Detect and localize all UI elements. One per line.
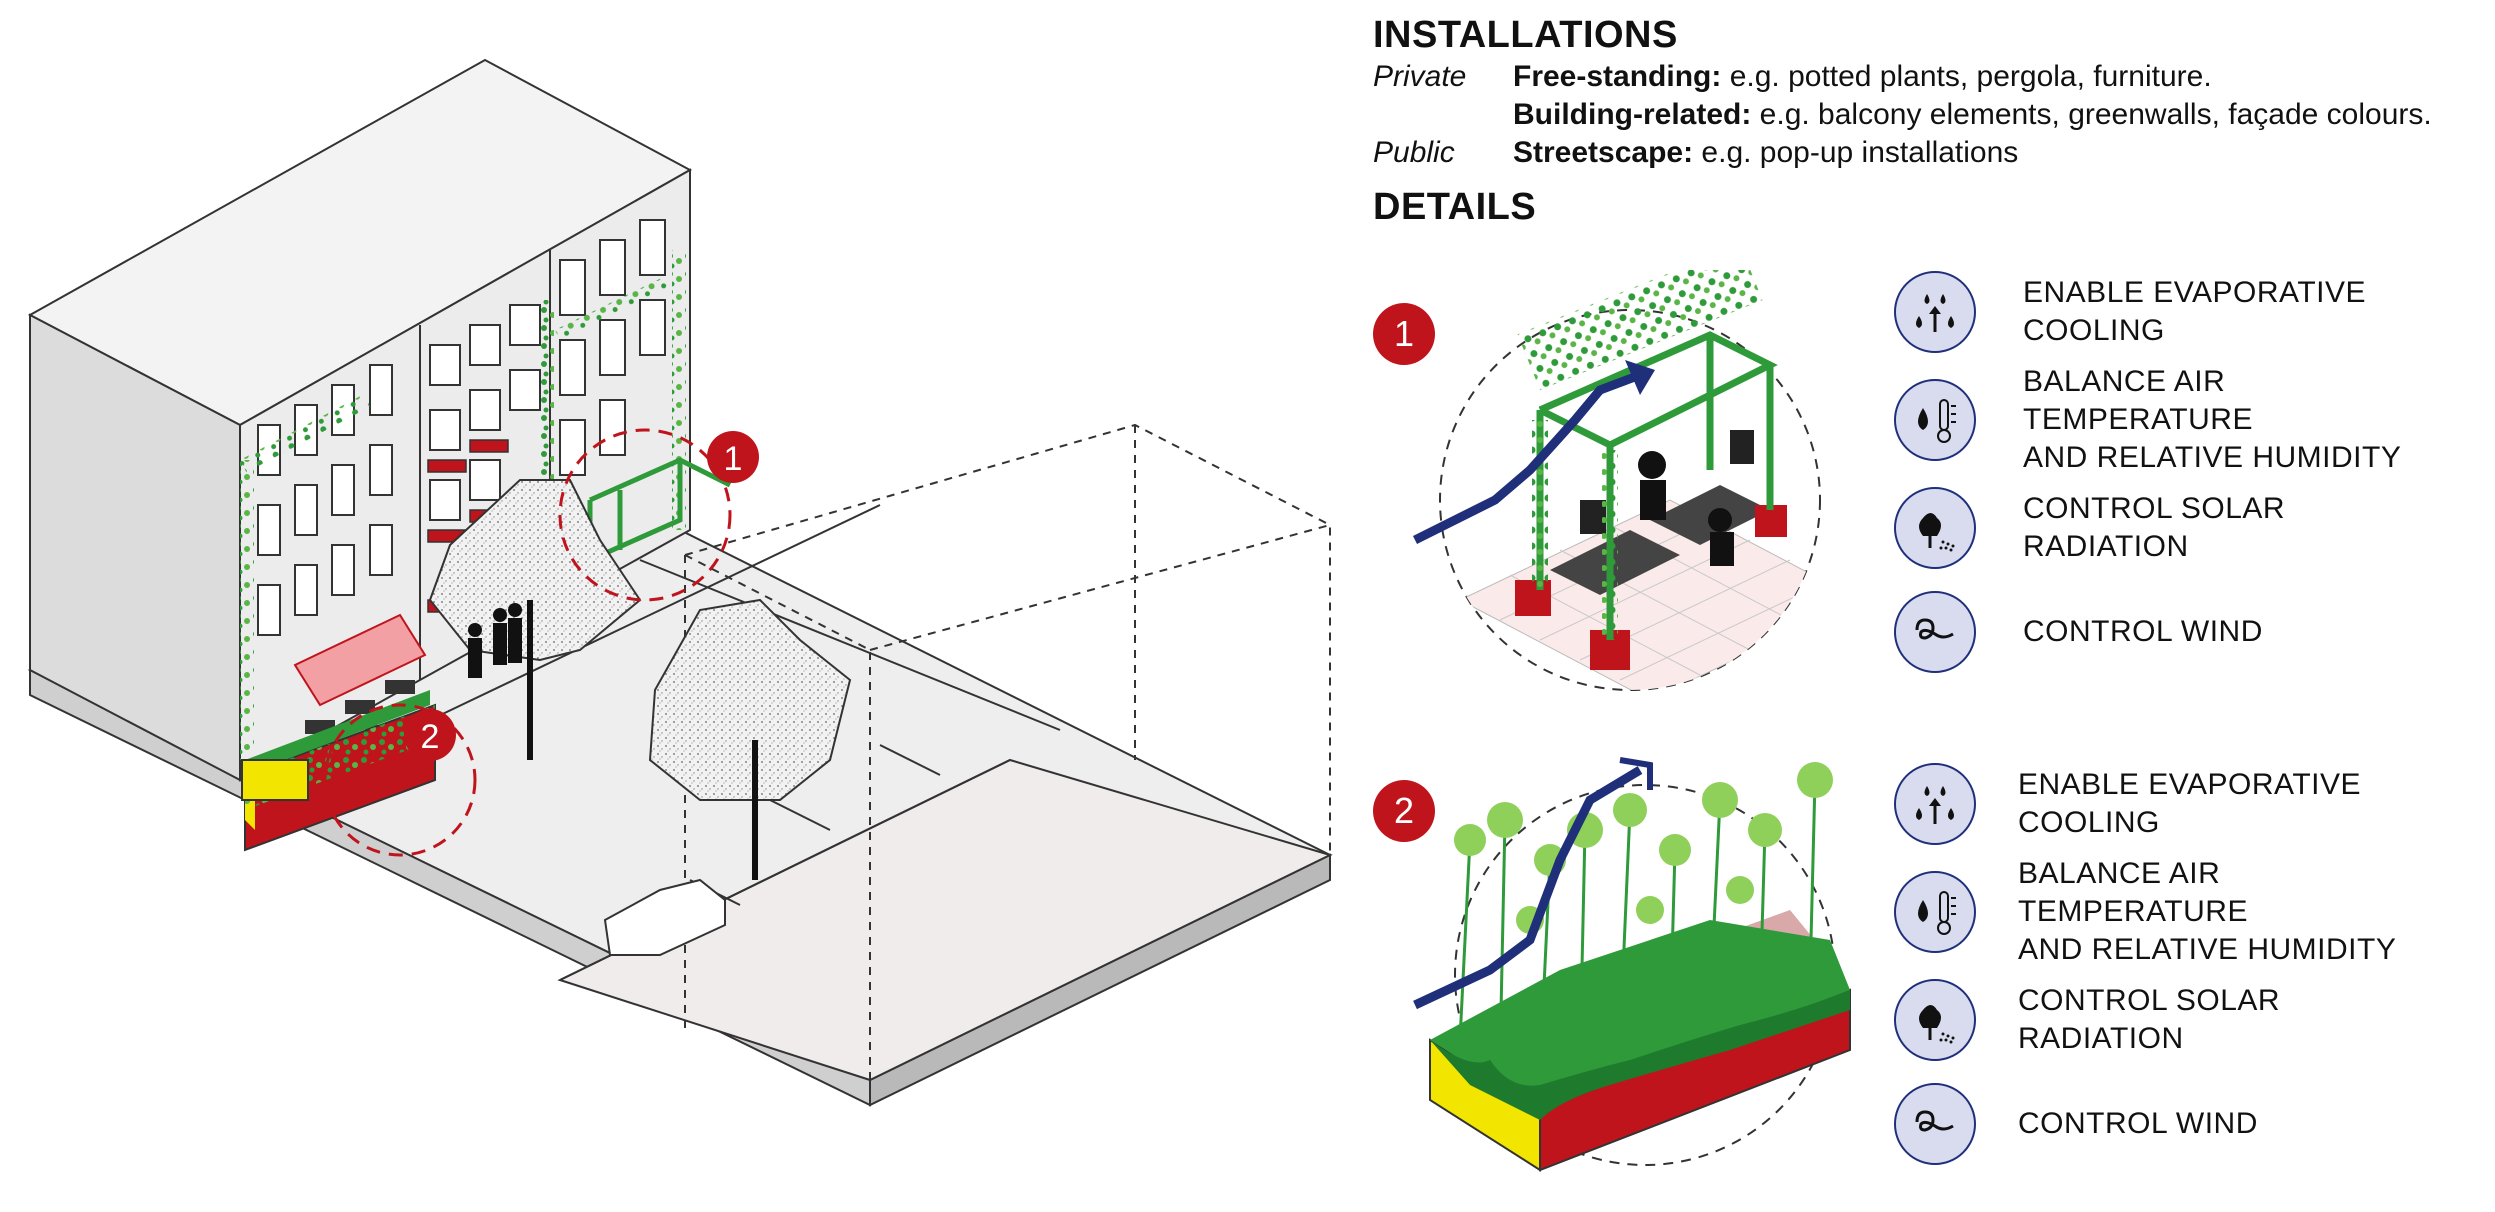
detail-vignette-2: [1413, 757, 1851, 1172]
feature-line-1: BALANCE AIR TEMPERATURE: [2023, 365, 2253, 436]
installation-term: Free-standing:: [1513, 60, 1722, 93]
installation-term: Building-related:: [1513, 98, 1752, 131]
feature-control-solar-radiation: CONTROL SOLAR RADIATION: [1893, 478, 2453, 578]
feature-line-1: BALANCE AIR TEMPERATURE: [2018, 857, 2248, 928]
feature-line-2: RADIATION: [2018, 1022, 2184, 1055]
feature-line-2: AND RELATIVE HUMIDITY: [2023, 441, 2402, 474]
parked-car: [603, 878, 726, 956]
category-label: Public: [1373, 136, 1455, 169]
green-wall-vines: [240, 250, 686, 760]
installation-desc: e.g. potted plants, pergola, furniture.: [1721, 60, 2212, 93]
feature-balance-air-temperature: BALANCE AIR TEMPERATURE AND RELATIVE HUMI…: [1893, 365, 2453, 474]
feature-line-1: CONTROL SOLAR: [2018, 984, 2281, 1017]
category-label: Private: [1373, 60, 1467, 93]
feature-control-wind: CONTROL WIND: [1893, 1074, 2453, 1174]
installations-row-private: Private Free-standing: e.g. potted plant…: [1373, 60, 2493, 96]
installations-row-building: Building-related: e.g. balcony elements,…: [1373, 98, 2493, 134]
feature-line-1: ENABLE EVAPORATIVE: [2018, 768, 2361, 801]
svg-text:1: 1: [724, 440, 743, 478]
street-planter: [241, 690, 436, 852]
detail-number-badge-2: 2: [1373, 780, 1435, 842]
installation-term: Streetscape:: [1513, 136, 1694, 169]
street-trees: [428, 479, 852, 880]
feature-line-1: CONTROL WIND: [2018, 1107, 2258, 1140]
feature-control-solar-radiation: CONTROL SOLAR RADIATION: [1893, 970, 2453, 1070]
evaporation-icon: [1894, 271, 1976, 353]
highlight-circle-1: [558, 428, 732, 602]
feature-control-wind: CONTROL WIND: [1893, 582, 2453, 682]
detail-vignette-1: [1412, 270, 1821, 691]
feature-line-1: CONTROL WIND: [2023, 615, 2263, 648]
feature-line-2: RADIATION: [2023, 530, 2189, 563]
feature-evaporative-cooling: ENABLE EVAPORATIVE COOLING: [1893, 262, 2453, 362]
wind-icon: [1894, 1083, 1976, 1165]
feature-line-2: COOLING: [2023, 314, 2165, 347]
evaporation-icon: [1894, 763, 1976, 845]
isometric-street-scene: 1 2: [27, 58, 1333, 1107]
awning: [293, 613, 427, 707]
svg-text:2: 2: [421, 718, 440, 756]
feature-line-1: CONTROL SOLAR: [2023, 492, 2286, 525]
installations-heading: INSTALLATIONS: [1373, 14, 1678, 56]
installation-desc: e.g. balcony elements, greenwalls, façad…: [1751, 98, 2432, 131]
detail-number-badge-1: 1: [1373, 303, 1435, 365]
feature-line-1: ENABLE EVAPORATIVE: [2023, 276, 2366, 309]
pedestrians: [468, 603, 522, 678]
feature-line-2: COOLING: [2018, 806, 2160, 839]
scene-marker-1: 1: [707, 431, 759, 483]
solar-radiation-icon: [1894, 979, 1976, 1061]
thermometer-humidity-icon: [1894, 379, 1976, 461]
dashed-volume-outline: [684, 423, 1331, 1080]
installations-row-public: Public Streetscape: e.g. pop-up installa…: [1373, 136, 2493, 172]
feature-evaporative-cooling: ENABLE EVAPORATIVE COOLING: [1893, 754, 2453, 854]
feature-line-2: AND RELATIVE HUMIDITY: [2018, 933, 2397, 966]
scene-marker-2: 2: [404, 709, 456, 761]
thermometer-humidity-icon: [1894, 871, 1976, 953]
solar-radiation-icon: [1894, 487, 1976, 569]
highlight-circle-2: [323, 703, 477, 857]
wind-icon: [1894, 591, 1976, 673]
feature-balance-air-temperature: BALANCE AIR TEMPERATURE AND RELATIVE HUMI…: [1893, 857, 2453, 966]
installation-desc: e.g. pop-up installations: [1693, 136, 2019, 169]
details-heading: DETAILS: [1373, 186, 1537, 228]
